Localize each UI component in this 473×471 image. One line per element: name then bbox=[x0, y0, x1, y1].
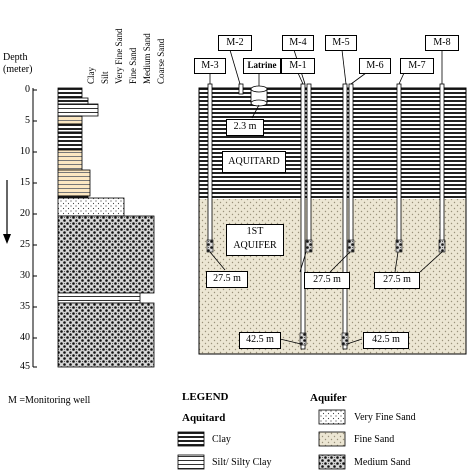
depth-tick-label: 0 bbox=[25, 84, 30, 95]
legend-label-silt: Silt/ Silty Clay bbox=[212, 457, 272, 468]
well-label-m1: M-1 bbox=[281, 58, 315, 74]
well-label-m4: M-4 bbox=[282, 35, 314, 51]
depth-axis-title: Depth bbox=[3, 52, 28, 63]
depth-arrow-head bbox=[3, 234, 11, 244]
grain-header-coarse-sand: Coarse Sand bbox=[156, 38, 166, 84]
depth-tick-label: 45 bbox=[20, 361, 30, 372]
well-label-m2: M-2 bbox=[218, 35, 252, 51]
depth-tick-label: 10 bbox=[20, 146, 30, 157]
depth-axis-unit: (meter) bbox=[3, 64, 33, 75]
legend-label-fine-sand: Fine Sand bbox=[354, 434, 395, 445]
grain-header-clay: Clay bbox=[86, 67, 96, 84]
depth-tick-label: 20 bbox=[20, 208, 30, 219]
depth-tick-label: 25 bbox=[20, 239, 30, 250]
latrine-label: Latrine bbox=[243, 58, 281, 74]
depth-tick-label: 15 bbox=[20, 177, 30, 188]
grain-header-medium-sand: Medium Sand bbox=[142, 33, 152, 84]
legend-label-medium-sand: Medium Sand bbox=[354, 457, 411, 468]
depth-label-27-5m-right: 27.5 m bbox=[374, 272, 420, 289]
well-label-m6: M-6 bbox=[359, 58, 391, 74]
aquifer-label-line1: 1ST bbox=[246, 226, 264, 237]
aquifer-label-line2: AQUIFER bbox=[233, 240, 277, 251]
depth-label-27-5m-center: 27.5 m bbox=[304, 272, 350, 289]
legend-aquitard-heading: Aquitard bbox=[182, 412, 226, 424]
depth-tick-label: 35 bbox=[20, 301, 30, 312]
well-label-m3: M-3 bbox=[194, 58, 226, 74]
legend-title: LEGEND bbox=[182, 391, 229, 403]
grain-header-fine-sand: Fine Sand bbox=[128, 47, 138, 84]
depth-tick-label: 40 bbox=[20, 332, 30, 343]
depth-label-42-5m-right: 42.5 m bbox=[363, 332, 409, 349]
well-label-m8: M-8 bbox=[425, 35, 459, 51]
lithology-column bbox=[57, 87, 155, 368]
aquitard-label: AQUITARD bbox=[222, 151, 286, 173]
depth-axis-ticks bbox=[33, 89, 37, 368]
aquifer-label: 1ST AQUIFER bbox=[226, 224, 284, 256]
legend-aquifer-heading: Aquifer bbox=[310, 392, 347, 404]
well-label-m5: M-5 bbox=[325, 35, 357, 51]
well-label-m7: M-7 bbox=[400, 58, 434, 74]
legend-label-very-fine-sand: Very Fine Sand bbox=[354, 412, 416, 423]
legend-label-clay: Clay bbox=[212, 434, 231, 445]
depth-tick-label: 30 bbox=[20, 270, 30, 281]
latrine-pit bbox=[250, 85, 268, 107]
grain-header-very-fine-sand: Very Fine Sand bbox=[114, 28, 124, 85]
grain-header-silt: Silt bbox=[100, 71, 110, 84]
monitoring-well-note: M =Monitoring well bbox=[8, 395, 91, 406]
depth-tick-label: 5 bbox=[25, 115, 30, 126]
depth-label-27-5m-left: 27.5 m bbox=[206, 271, 248, 288]
depth-label-42-5m-left: 42.5 m bbox=[239, 332, 281, 349]
depth-label-2-3m: 2.3 m bbox=[226, 119, 264, 136]
well-casings bbox=[206, 83, 446, 350]
